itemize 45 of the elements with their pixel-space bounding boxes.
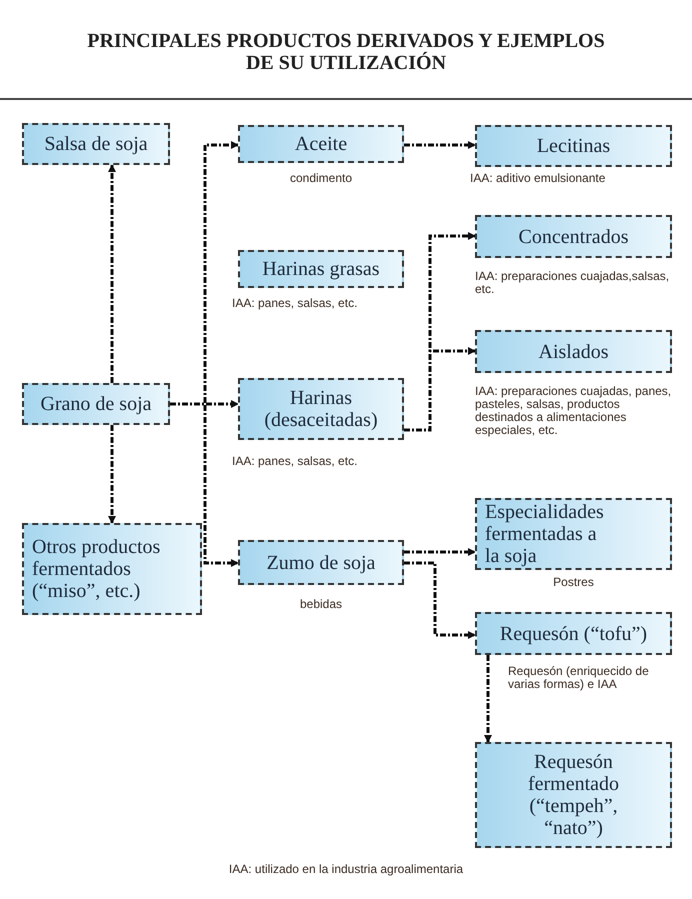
box-label: Zumo de soja — [266, 552, 376, 574]
product-box — [238, 250, 404, 288]
product-box — [238, 125, 404, 163]
arrow — [404, 347, 476, 432]
product-box — [238, 540, 404, 585]
usage-note: Requesón (enriquecido de varias formas) e IAA — [508, 665, 650, 691]
arrow — [404, 548, 476, 556]
usage-note: IAA: aditivo emulsionante — [470, 172, 606, 185]
product-box — [475, 612, 672, 655]
product-box — [475, 215, 672, 258]
box-label: Harinas (desaceitadas) — [263, 387, 379, 431]
box-label: Lecitinas — [536, 135, 610, 157]
box-label: Otros productos fermentados (“miso”, etc.) — [32, 536, 162, 602]
product-box — [22, 123, 170, 165]
box-label: Requesón (“tofu”) — [500, 622, 648, 644]
arrow — [484, 655, 492, 743]
usage-note: condimento — [288, 172, 354, 185]
usage-note: Postres — [552, 576, 595, 589]
product-box — [22, 383, 170, 425]
arrow — [404, 141, 476, 149]
box-label: Requesón fermentado (“tempeh”, “nato”) — [526, 751, 620, 839]
usage-note: IAA: preparaciones cuajadas,salsas, etc. — [475, 270, 670, 296]
arrow — [170, 402, 239, 567]
usage-note: IAA: panes, salsas, etc. — [232, 297, 358, 310]
product-box — [475, 125, 672, 167]
arrow — [108, 425, 116, 524]
usage-note: bebidas — [298, 598, 344, 611]
box-label: Grano de soja — [40, 393, 152, 415]
box-label: Harinas grasas — [262, 258, 380, 280]
product-box — [22, 523, 202, 615]
box-label: Especialidades fermentadas a la soja — [485, 501, 605, 567]
box-label: Aislados — [538, 340, 608, 362]
usage-note: IAA: preparaciones cuajadas, panes, pasteles, salsas, productos destinados a alimentaciones especiales, etc. — [475, 385, 672, 437]
product-box — [475, 742, 672, 848]
arrow — [108, 164, 116, 383]
title: PRINCIPALES PRODUCTOS DERIVADOS Y EJEMPLOS DE SU UTILIZACIÓN — [86, 30, 606, 74]
box-label: Concentrados — [518, 226, 628, 248]
arrow — [404, 562, 476, 639]
usage-note: IAA: panes, salsas, etc. — [232, 455, 358, 468]
box-label: Salsa de soja — [44, 133, 148, 155]
box-label: Aceite — [294, 133, 348, 155]
product-box — [475, 330, 672, 373]
product-box — [238, 378, 404, 440]
footnote: IAA: utilizado en la industria agroalimentaria — [228, 862, 464, 876]
product-box — [475, 498, 672, 570]
